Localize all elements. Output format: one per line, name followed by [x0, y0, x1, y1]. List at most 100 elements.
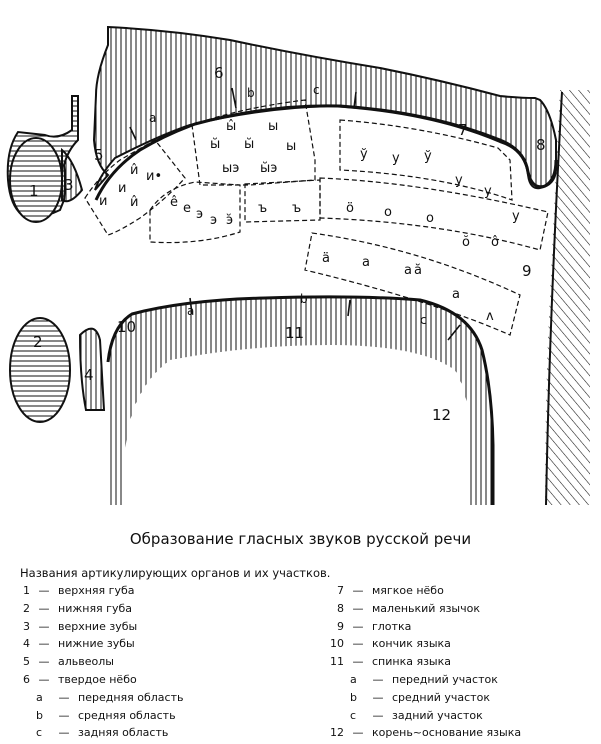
- legend-number: 11: [330, 655, 344, 669]
- label-6: 6: [214, 64, 224, 82]
- v-u-2: ў: [424, 149, 432, 164]
- v-y-4: ы̆: [210, 137, 220, 152]
- lower-lip-oval: [9, 317, 71, 423]
- legend-dash: —: [372, 690, 384, 704]
- legend-number: 6: [23, 672, 30, 686]
- zone-o: [319, 177, 549, 251]
- v-i-3: и̂: [130, 195, 138, 210]
- v-u-3: у: [455, 173, 463, 188]
- legend-text: глотка: [372, 619, 412, 633]
- legend-text: мягкое нёбо: [372, 584, 444, 597]
- v-a-0: ä: [322, 251, 330, 266]
- figure-caption: Образование гласных звуков русской речи: [129, 530, 472, 548]
- legend-dash: —: [372, 672, 384, 686]
- zone-a: [304, 232, 521, 336]
- lower-teeth-shape: [78, 327, 106, 411]
- legend-row: b—средняя область: [0, 707, 183, 725]
- legend-dash: —: [38, 601, 50, 615]
- legend-dash: —: [352, 726, 364, 740]
- vowel-zones: [84, 99, 549, 336]
- legend-row: 5—альвеолы: [0, 653, 183, 671]
- legend-text: задняя область: [78, 726, 169, 740]
- region-letters: a b c a b c: [149, 83, 427, 327]
- legend-text: альвеолы: [58, 655, 114, 669]
- v-reduced-0: ъ: [258, 201, 267, 216]
- legend-number: 2: [23, 601, 30, 615]
- zone-e: [149, 181, 241, 244]
- legend-row: 11—спинка языка: [314, 653, 521, 671]
- legend-text: корень~основание языка: [372, 726, 522, 740]
- v-u-0: ў: [360, 147, 368, 162]
- vowel-letters: и и̂ и и̂ и• ê e э э э̆ ы̂ ы̆ ы ы ы̆ ыэ …: [99, 119, 520, 324]
- legend-dash: —: [58, 726, 70, 740]
- legend-dash: —: [352, 655, 364, 669]
- v-u-5: у: [512, 209, 520, 224]
- label-10: 10: [117, 318, 136, 336]
- organ-numbers: 1 2 3 4 5 6 7 8 9 10 11 12: [29, 64, 546, 424]
- legend-text: передняя область: [78, 690, 184, 704]
- v-u-1: у: [392, 151, 400, 166]
- legend-number: 10: [330, 637, 344, 651]
- legend-dash: —: [58, 690, 70, 704]
- v-e-3: э: [210, 213, 217, 228]
- label-4: 4: [84, 366, 94, 384]
- legend-row: c — задняя область: [0, 724, 183, 742]
- legend-dash: —: [372, 708, 384, 722]
- legend-heading: Названия артикулирующих органов и их уча…: [20, 566, 331, 580]
- tongue-a: a: [187, 304, 194, 318]
- tongue-outline: [106, 295, 495, 505]
- legend-text: верхняя губа: [58, 584, 135, 597]
- legend-text: маленький язычок: [372, 601, 480, 615]
- legend-number: 8: [337, 601, 344, 615]
- legend-number: a: [36, 690, 43, 704]
- palate-shape: [92, 25, 557, 191]
- legend-dash: —: [38, 619, 50, 633]
- label-3: 3: [64, 176, 74, 194]
- label-11: 11: [285, 324, 304, 342]
- zone-reduced: [244, 179, 321, 223]
- legend-row: 3—верхние зубы: [0, 618, 183, 636]
- legend-row: c — задний участок: [314, 707, 521, 725]
- v-e-0: ê: [170, 195, 178, 210]
- legend-text: средний участок: [392, 690, 490, 704]
- v-a-4: а: [452, 287, 460, 302]
- legend-number: c: [350, 708, 357, 722]
- legend-number: b: [350, 690, 357, 704]
- legend-row: b — средний участок: [314, 689, 521, 707]
- v-e-1: e: [183, 201, 191, 216]
- legend-number: 1: [23, 584, 30, 597]
- v-y-5: ыэ: [222, 161, 239, 176]
- v-y-1: ы̆: [244, 137, 254, 152]
- v-o-0: ö: [346, 201, 354, 216]
- tongue-c: c: [420, 313, 427, 327]
- v-o-1: о: [384, 205, 392, 220]
- legend-text: передний участок: [392, 672, 498, 686]
- legend-row: 1—верхняя губа: [0, 582, 183, 600]
- palate-outline: [94, 104, 558, 201]
- palate-a: a: [149, 111, 156, 125]
- v-a-2: а: [404, 263, 412, 278]
- legend-row: 10—кончик языка: [314, 635, 521, 653]
- legend-dash: —: [352, 619, 364, 633]
- label-12: 12: [432, 406, 451, 424]
- v-a-3: ӑ: [414, 263, 422, 278]
- palate-c: c: [313, 83, 320, 97]
- v-o-3: ŏ: [462, 235, 470, 250]
- label-9: 9: [522, 262, 532, 280]
- legend-text: нижние зубы: [58, 637, 135, 651]
- legend-number: c: [36, 726, 43, 740]
- v-a-1: а: [362, 255, 370, 270]
- zone-u: [339, 119, 513, 201]
- legend-number: 4: [23, 637, 30, 651]
- v-o-4: ô: [491, 235, 499, 250]
- legend-text: задний участок: [392, 708, 483, 722]
- v-i-4: и•: [146, 169, 162, 184]
- legend-row: 8—маленький язычок: [314, 600, 521, 618]
- label-2: 2: [33, 333, 43, 351]
- legend-row: 9—глотка: [314, 618, 521, 636]
- legend-dash: —: [38, 637, 50, 651]
- legend-number: 3: [23, 619, 30, 633]
- v-i-0: и: [118, 181, 126, 196]
